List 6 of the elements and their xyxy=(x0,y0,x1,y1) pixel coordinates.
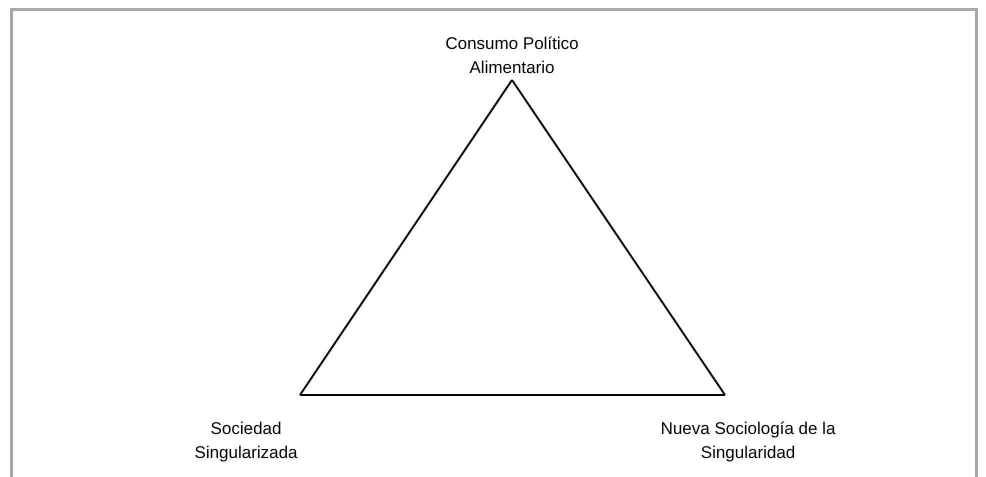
vertex-label: Sociedad Singularizada xyxy=(193,418,298,464)
vertex-label: Nueva Sociología de la Singularidad xyxy=(660,418,836,464)
vertex-label: Consumo Político Alimentario xyxy=(444,33,580,79)
triangle-side xyxy=(300,394,725,396)
triangle-side xyxy=(299,79,513,396)
triangle-side xyxy=(511,79,726,396)
